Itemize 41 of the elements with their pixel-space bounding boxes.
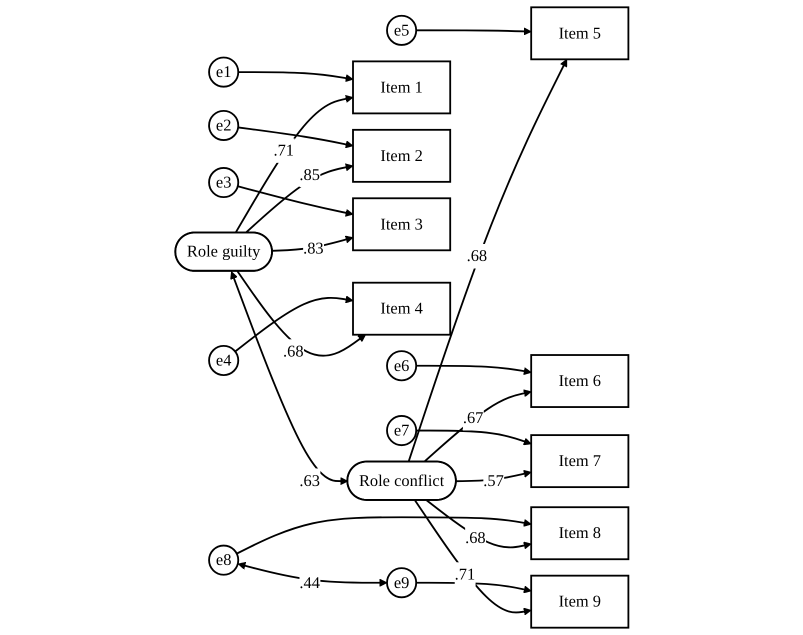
node-circle: e1 [208,56,239,88]
node-circle: e4 [208,344,239,376]
node-box: Item 1 [352,60,451,114]
node-box: Item 2 [352,128,451,183]
edge-label: .57 [482,471,504,490]
edge-label: .71 [454,564,475,584]
node-circle: e9 [386,567,417,598]
node-circle: e8 [208,544,239,576]
edge-label: .83 [302,238,324,258]
arrow [234,295,354,352]
arrow [416,364,532,376]
node-box: Item 7 [530,434,629,488]
arrow [237,185,354,217]
node-circle: e3 [208,167,239,198]
arrow [236,516,532,554]
arrow [238,71,354,82]
node-circle: e5 [386,14,417,46]
arrow [407,58,567,462]
node-box: Item 3 [352,197,451,252]
edge-label: .68 [464,528,486,547]
arrow [230,271,348,486]
arrow [422,389,532,463]
arrow [236,270,366,357]
edge-label: .68 [466,246,487,265]
edge-label: .71 [273,140,294,160]
node-circle: e7 [386,415,417,446]
node-box: Item 5 [530,6,629,60]
node-box: Item 9 [530,574,629,629]
node-circle: e6 [386,350,417,382]
edge-label: .85 [299,165,320,184]
arrow [416,430,532,446]
arrow [416,27,532,36]
node-box: Item 6 [530,354,629,408]
arrow [238,126,354,148]
node-box: Item 8 [530,506,629,560]
node-circle: e2 [208,110,239,141]
node-box: Item 4 [352,282,451,336]
edge-label: .44 [299,573,320,592]
edge-label: .67 [462,408,484,427]
edge-label: .68 [282,342,304,360]
edge-label: .63 [299,471,320,490]
